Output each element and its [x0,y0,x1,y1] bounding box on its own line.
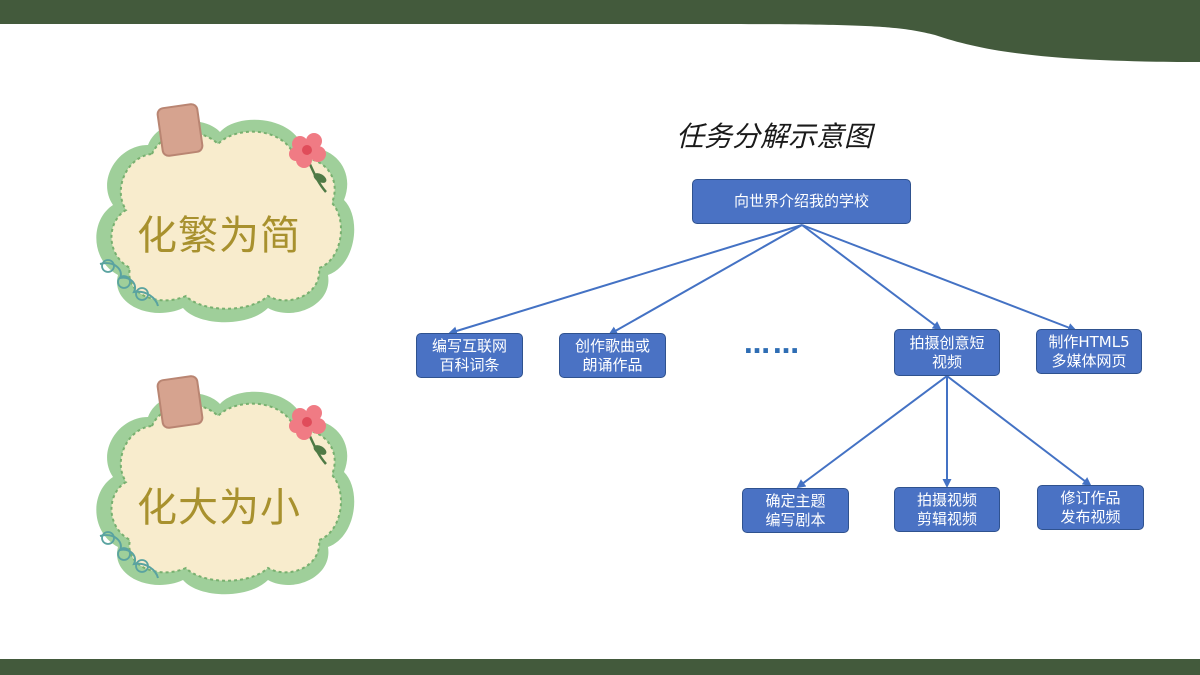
diagram-title: 任务分解示意图 [676,120,873,153]
node-root: 向世界介绍我的学校 [692,179,911,224]
top-banner [0,0,1200,62]
card-label: 化繁为简 [137,213,301,259]
tape-icon [156,103,204,157]
edge-video-to-script [796,375,948,489]
card-divide: 化大为小 [88,372,358,602]
edge-root-to-html5 [801,224,1077,332]
node-html5-page: 制作HTML5 多媒体网页 [1036,329,1142,374]
edge-root-to-video [801,224,942,331]
bottom-banner [0,659,1200,675]
ellipsis: …… [744,330,802,360]
vine-icon [99,531,159,579]
node-theme-script: 确定主题 编写剧本 [742,488,849,533]
tape-icon [156,375,204,429]
edge-root-to-song [608,224,803,335]
edge-video-to-publish [946,375,1092,487]
node-shoot-edit: 拍摄视频 剪辑视频 [894,487,1000,532]
node-song-recital: 创作歌曲或 朗诵作品 [559,333,666,378]
cloud-frame [96,391,355,595]
node-wiki-entry: 编写互联网 百科词条 [416,333,523,378]
node-creative-video: 拍摄创意短 视频 [894,329,1000,376]
edge-root-to-wiki [448,224,803,336]
vine-icon [99,259,159,307]
node-revise-publish: 修订作品 发布视频 [1037,485,1144,530]
flower-icon [289,133,327,193]
card-simplify: 化繁为简 [88,100,358,330]
card-label: 化大为小 [137,485,301,531]
flower-icon [289,405,327,465]
cloud-frame [96,119,355,323]
